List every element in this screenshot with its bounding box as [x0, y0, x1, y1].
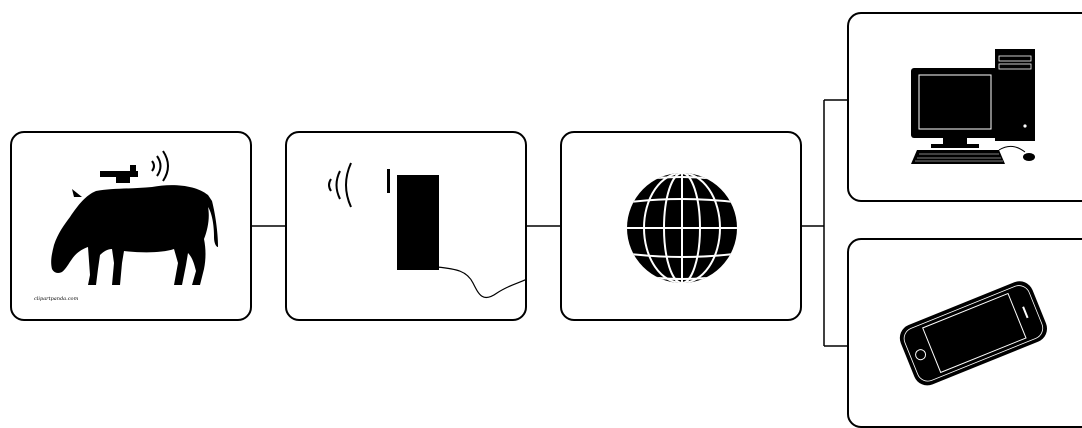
mouse-icon: [1023, 153, 1035, 161]
cow-credit: clipartpanda.com: [34, 296, 78, 302]
node-internet: [560, 131, 802, 321]
antenna: [387, 169, 390, 193]
desktop-computer-icon: [849, 14, 1082, 200]
base-station-antenna-icon: [287, 133, 525, 319]
node-base-station: [285, 131, 527, 321]
cow-ear: [72, 189, 82, 197]
node-computer: [847, 12, 1082, 202]
radio-waves-icon: [152, 151, 168, 181]
cable: [437, 267, 525, 298]
node-cow: clipartpanda.com: [10, 131, 252, 321]
base-station-body: [397, 175, 439, 270]
monitor-icon: [911, 68, 999, 148]
smartphone-icon: [849, 240, 1082, 426]
cow-silhouette: [51, 185, 218, 285]
keyboard-icon: [911, 150, 1005, 164]
cow-with-transmitter-icon: [12, 133, 250, 319]
radio-waves-icon: [329, 163, 351, 207]
node-phone: [847, 238, 1082, 428]
mouse-cable: [999, 146, 1025, 152]
tower-icon: [995, 49, 1035, 141]
globe-icon: [562, 133, 800, 319]
transmitter-icon: [100, 165, 138, 183]
